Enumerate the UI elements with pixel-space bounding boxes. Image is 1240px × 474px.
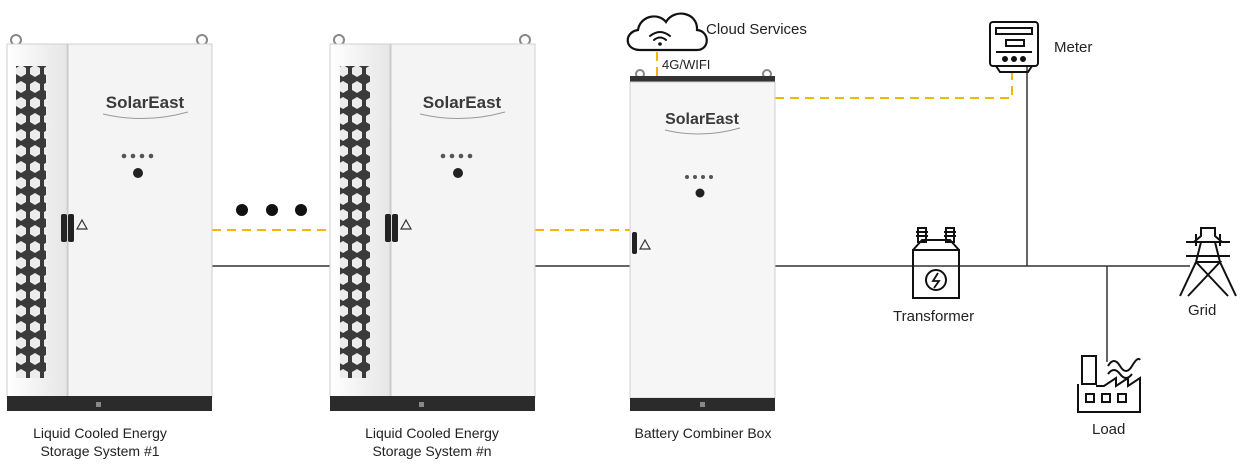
- storage-system-1-line1: Liquid Cooled Energy: [33, 425, 167, 441]
- storage-cabinet-1: SolarEast: [6, 34, 213, 411]
- storage-system-n-line2: Storage System #n: [372, 443, 492, 459]
- transformer-icon: [912, 227, 960, 299]
- combiner-box-label: Battery Combiner Box: [634, 425, 772, 441]
- storage-system-1-label: Liquid Cooled Energy Storage System #1: [18, 424, 182, 460]
- brand-logo: SolarEast: [665, 111, 739, 128]
- factory-load-icon: [1077, 355, 1141, 413]
- storage-system-n-line1: Liquid Cooled Energy: [365, 425, 499, 441]
- warning-icon: [75, 218, 89, 230]
- cloud-services-label: Cloud Services: [706, 21, 807, 38]
- data-line-meter: [775, 72, 1013, 99]
- transformer-label: Transformer: [893, 308, 975, 325]
- storage-system-1-line2: Storage System #1: [40, 443, 160, 459]
- warning-icon: [638, 238, 652, 250]
- grid-tower-icon: [1179, 227, 1237, 297]
- link-type-label: 4G/WIFI: [662, 57, 711, 72]
- meter-icon: [989, 21, 1039, 73]
- storage-cabinet-n: SolarEast: [329, 34, 536, 411]
- battery-combiner-box: SolarEast: [629, 69, 776, 411]
- storage-system-n-label: Liquid Cooled Energy Storage System #n: [350, 424, 514, 460]
- brand-logo: SolarEast: [423, 93, 502, 112]
- data-lines: [212, 52, 1013, 231]
- meter-label: Meter: [1054, 39, 1093, 56]
- load-label: Load: [1092, 421, 1126, 438]
- power-lines: [212, 66, 1190, 362]
- grid-label: Grid: [1188, 302, 1217, 319]
- cloud-wifi-icon: [626, 12, 708, 52]
- warning-icon: [399, 218, 413, 230]
- brand-logo: SolarEast: [106, 93, 185, 112]
- ellipsis-dots: [236, 204, 307, 216]
